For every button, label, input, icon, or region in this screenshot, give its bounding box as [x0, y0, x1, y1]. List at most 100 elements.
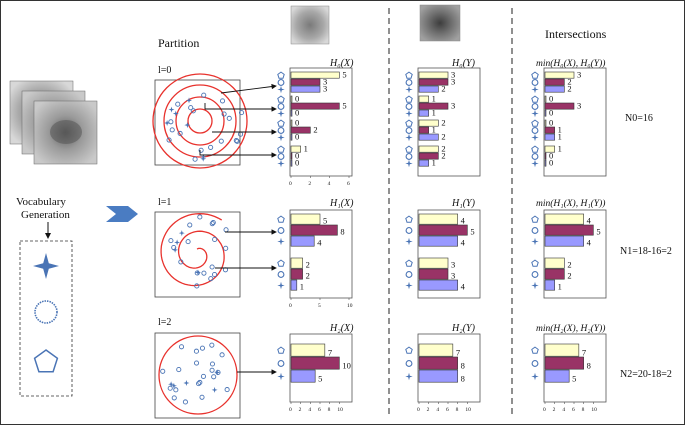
bar-value-label: 4: [587, 216, 592, 226]
feature-star-point: [168, 381, 175, 388]
histogram-bar: [544, 279, 555, 291]
title-h0y: H₀(Y): [451, 58, 476, 69]
pentagon-icon: [405, 95, 413, 103]
bar-value-label: 4: [317, 238, 322, 248]
circle-icon: [531, 227, 539, 234]
star-icon: [277, 109, 285, 118]
histogram-bar: [290, 235, 315, 247]
feature-circle-point: [198, 147, 204, 153]
histogram-bar: [290, 343, 326, 357]
histogram-bar: [290, 102, 340, 110]
tick-label: 6: [572, 407, 575, 413]
feature-circle-point: [226, 115, 232, 121]
bar-value-label: 1: [300, 282, 304, 292]
vocabulary-label-1: Vocabulary: [16, 196, 66, 208]
pentagon-icon: [277, 259, 285, 267]
bar-value-label: 4: [587, 238, 592, 248]
feature-circle-point: [173, 387, 179, 393]
pentagon-icon: [277, 346, 285, 354]
feature-circle-point: [187, 222, 193, 228]
bar-value-label: 3: [577, 70, 581, 80]
histogram-bar: [290, 268, 303, 280]
histogram-bar: [290, 369, 316, 383]
chart-frame: [289, 209, 353, 299]
histogram-bar: [290, 159, 293, 167]
histogram-bar: [418, 126, 429, 134]
pentagon-icon: [405, 71, 413, 79]
pentagon-icon: [405, 215, 413, 223]
bar-value-label: 2: [567, 271, 571, 281]
feature-circle-point: [178, 259, 184, 265]
tick-label: 2: [427, 407, 430, 413]
vocabulary-box: [19, 240, 73, 397]
circle-icon: [277, 79, 285, 86]
star-icon: [531, 85, 539, 94]
star-icon: [531, 237, 539, 246]
histogram-bar: [290, 133, 293, 141]
star-icon: [531, 109, 539, 118]
bar-value-label: 3: [577, 101, 581, 111]
feature-circle-point: [209, 342, 215, 348]
histogram-bar: [418, 71, 449, 79]
tick-label: 8: [328, 407, 331, 413]
circle-icon: [531, 271, 539, 278]
histogram-bar: [418, 257, 449, 269]
star-icon: [405, 159, 413, 168]
bar-value-label: 2: [313, 125, 317, 135]
tick-label: 0: [417, 407, 420, 413]
feature-circle-point: [238, 110, 245, 116]
histogram-bar: [290, 224, 338, 236]
ring-level-2: [158, 335, 238, 415]
bar-value-label: 1: [558, 125, 562, 135]
feature-circle-point: [209, 367, 215, 373]
bar-value-label: 0: [549, 118, 553, 128]
partition-header: Partition: [158, 36, 199, 50]
tick-label: 0: [289, 407, 292, 413]
connectors-level-0: [199, 83, 277, 158]
feature-circle-point: [197, 214, 203, 220]
bar-value-label: 7: [328, 348, 332, 358]
histogram-bar: [544, 356, 584, 370]
histogram-bar: [418, 235, 458, 247]
histogram-bar: [544, 343, 580, 357]
feature-circle-point: [219, 352, 225, 358]
tick-label: 10: [465, 407, 471, 413]
pentagon-icon: [277, 95, 285, 103]
histogram-bar: [290, 85, 321, 93]
bar-value-label: 3: [323, 84, 327, 94]
tick-label: 4: [328, 181, 331, 187]
histogram-bar: [544, 133, 555, 141]
feature-star-point: [200, 155, 207, 162]
feature-circle-point: [166, 137, 172, 143]
histogram-bar: [290, 145, 301, 153]
thumbnail-image-x: [290, 5, 330, 45]
histogram-bar: [290, 71, 340, 79]
star-icon: [405, 109, 413, 118]
circle-icon: [405, 79, 413, 86]
star-icon: [405, 85, 413, 94]
histogram-bar: [290, 109, 293, 117]
feature-circle-point: [168, 119, 174, 125]
feature-circle-point: [209, 221, 215, 227]
star-icon: [405, 133, 413, 142]
feature-circle-point: [171, 395, 177, 401]
feature-circle-point: [221, 111, 227, 117]
bar-value-label: 5: [342, 70, 346, 80]
feature-circle-point: [168, 238, 174, 244]
feature-star-point: [168, 106, 175, 113]
circle-icon: [277, 153, 285, 160]
feature-circle-point: [160, 368, 166, 374]
title-h1x: H₁(X): [329, 198, 354, 209]
tick-label: 10: [591, 407, 597, 413]
pentagon-icon: [531, 145, 539, 153]
spiral-level-1: [160, 213, 225, 287]
histogram-bar: [544, 85, 565, 93]
histogram-bar: [418, 356, 458, 370]
histogram-bar: [290, 78, 321, 86]
bar-value-label: 0: [295, 108, 299, 118]
feature-circle-point: [223, 245, 229, 251]
bar-value-label: 5: [323, 216, 327, 226]
histogram-bar: [418, 145, 439, 153]
